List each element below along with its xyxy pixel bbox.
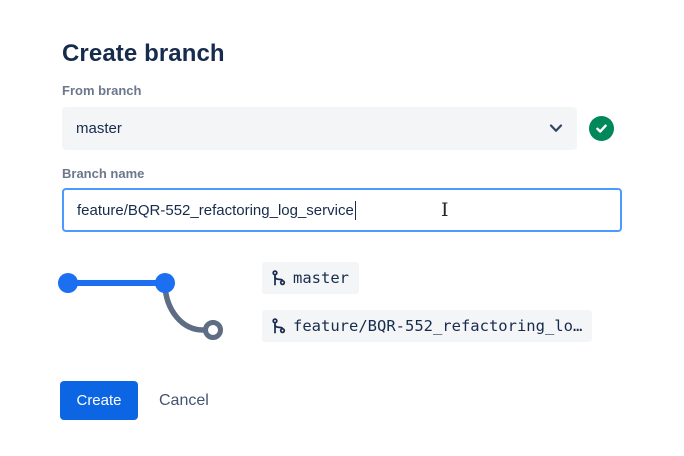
- commit-dot-start: [58, 273, 78, 293]
- source-branch-name: master: [293, 269, 349, 287]
- chevron-down-icon: [549, 124, 563, 133]
- text-caret: [354, 200, 357, 220]
- new-branch-tag: feature/BQR-552_refactoring_lo…: [262, 310, 593, 342]
- branch-diagram-graphic: [58, 273, 223, 340]
- branch-name-input[interactable]: feature/BQR-552_refactoring_log_service: [62, 188, 622, 232]
- source-branch-tag: master: [262, 262, 359, 294]
- branch-name-label: Branch name: [62, 166, 145, 181]
- git-branch-icon: [272, 270, 286, 286]
- new-branch-node: [203, 320, 223, 340]
- cancel-button[interactable]: Cancel: [159, 391, 209, 409]
- dialog-actions: Create Cancel: [60, 381, 209, 420]
- from-branch-select[interactable]: master: [62, 107, 577, 150]
- branch-name-value: feature/BQR-552_refactoring_log_service: [77, 201, 354, 219]
- from-branch-label: From branch: [62, 83, 142, 98]
- check-icon: [596, 124, 607, 133]
- create-button[interactable]: Create: [60, 381, 138, 420]
- new-branch-name: feature/BQR-552_refactoring_lo…: [293, 317, 583, 335]
- commit-dot-branch-point: [155, 273, 175, 293]
- from-branch-selected-value: master: [76, 120, 122, 137]
- validation-success-badge: [589, 116, 614, 141]
- page-title: Create branch: [62, 40, 225, 68]
- git-branch-icon: [272, 318, 286, 334]
